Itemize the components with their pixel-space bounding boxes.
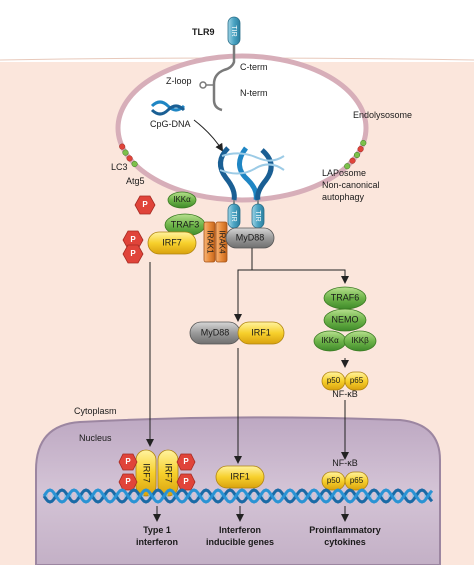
- nterm-label: N-term: [240, 88, 268, 98]
- svg-text:TRAF3: TRAF3: [171, 219, 200, 229]
- membrane-bead: [349, 157, 356, 164]
- cytokines-label-line2: cytokines: [324, 537, 366, 547]
- svg-text:MyD88: MyD88: [236, 232, 265, 242]
- cpg-dna-label: CpG-DNA: [150, 119, 191, 129]
- nfkb-cytoplasmic: p50 p65: [321, 371, 369, 391]
- arrow-to-traf6: [251, 248, 349, 284]
- svg-text:p50: p50: [327, 376, 341, 385]
- svg-text:P: P: [130, 235, 136, 244]
- svg-text:p65: p65: [350, 376, 364, 385]
- svg-text:P: P: [130, 249, 136, 258]
- svg-text:IKKα: IKKα: [321, 336, 339, 345]
- tlr9-label: TLR9: [192, 27, 215, 37]
- nuclear-dna-helix: [42, 488, 434, 504]
- tlr9-dimer: TIR TIR: [218, 146, 285, 229]
- svg-text:IRF7: IRF7: [142, 463, 152, 483]
- svg-text:NEMO: NEMO: [332, 314, 359, 324]
- atg5-label: Atg5: [126, 176, 145, 186]
- svg-text:p50: p50: [327, 476, 341, 485]
- cterm-label: C-term: [240, 62, 268, 72]
- svg-text:TIR: TIR: [230, 210, 237, 221]
- membrane-bead: [360, 139, 367, 147]
- phospho-badge-label: P: [125, 477, 131, 486]
- svg-text:TRAF6: TRAF6: [331, 292, 360, 302]
- phospho-badge-label: P: [183, 477, 189, 486]
- nfkb-cytoplasmic-label: NF-κB: [332, 389, 358, 399]
- membrane-bead: [353, 151, 361, 159]
- irf7-nuclear-dimer: IRF7 IRF7: [135, 449, 179, 497]
- svg-text:IKKα: IKKα: [173, 195, 191, 204]
- phospho-ikka: P: [134, 195, 156, 215]
- svg-text:IKKβ: IKKβ: [351, 336, 369, 345]
- ifn-genes-label-line2: inducible genes: [206, 537, 274, 547]
- cytoplasm-label: Cytoplasm: [74, 406, 117, 416]
- svg-text:IRF7: IRF7: [162, 237, 182, 247]
- type1-label-line1: Type 1: [143, 525, 171, 535]
- laposome-label: LAPosome: [322, 168, 366, 178]
- phospho-badge: [118, 453, 138, 471]
- myd88-irf1-complex: MyD88 IRF1: [189, 321, 285, 345]
- membrane-bead: [122, 149, 129, 156]
- cpg-dna-icon: [150, 100, 186, 116]
- ikka-traf3-complex: IKKα TRAF3: [164, 191, 206, 237]
- phospho-badge-label: P: [125, 457, 131, 466]
- dna-strand: [42, 488, 434, 504]
- svg-text:IRAK4: IRAK4: [217, 230, 226, 254]
- autophagy-label: autophagy: [322, 192, 365, 202]
- phospho-badge-label: P: [183, 457, 189, 466]
- membrane-bead: [119, 143, 126, 150]
- svg-text:p65: p65: [350, 476, 364, 485]
- tlr9-receptor: TIR: [199, 16, 241, 112]
- irf7-cytoplasmic: IRF7: [147, 231, 197, 255]
- ifn-genes-label-line1: Interferon: [219, 525, 261, 535]
- myd88-receptor-bound: MyD88: [225, 227, 275, 249]
- ligand-arrow: [193, 119, 224, 152]
- phospho-irf7-b: P: [122, 244, 144, 264]
- nfkb-nuclear: p50 p65: [321, 471, 369, 491]
- noncanonical-label: Non-canonical: [322, 180, 380, 190]
- svg-text:IRAK1: IRAK1: [205, 230, 214, 254]
- svg-text:IRF7: IRF7: [164, 463, 174, 483]
- svg-text:IRF1: IRF1: [251, 327, 271, 337]
- membrane-bead: [357, 146, 364, 153]
- nfkb-nuclear-label: NF-κB: [332, 458, 358, 468]
- zloop-label: Z-loop: [166, 76, 192, 86]
- irf1-nuclear: IRF1: [215, 465, 265, 489]
- endolysosome-label: Endolysosome: [353, 110, 412, 120]
- membrane-bead: [126, 155, 133, 162]
- phospho-nuclear-irf7: P P P P: [118, 453, 196, 491]
- nucleus-label: Nucleus: [79, 433, 112, 443]
- membrane-bead: [344, 163, 351, 170]
- type1-label-line2: interferon: [136, 537, 178, 547]
- svg-text:P: P: [142, 200, 148, 209]
- svg-text:MyD88: MyD88: [201, 327, 230, 337]
- lc3-label: LC3: [111, 162, 128, 172]
- svg-text:TIR: TIR: [254, 210, 261, 221]
- arrow-to-myd88-irf1: [234, 269, 252, 322]
- membrane-bead: [131, 160, 138, 168]
- svg-text:TIR: TIR: [230, 25, 237, 36]
- svg-text:IRF1: IRF1: [230, 471, 250, 481]
- endolysosome-membrane: [115, 53, 369, 203]
- traf6-nemo-ikk-complex: TRAF6 NEMO IKKα IKKβ: [313, 286, 377, 352]
- lc3-atg5-beads: [119, 139, 367, 170]
- cytokines-label-line1: Proinflammatory: [309, 525, 381, 535]
- phospho-badge: [176, 453, 196, 471]
